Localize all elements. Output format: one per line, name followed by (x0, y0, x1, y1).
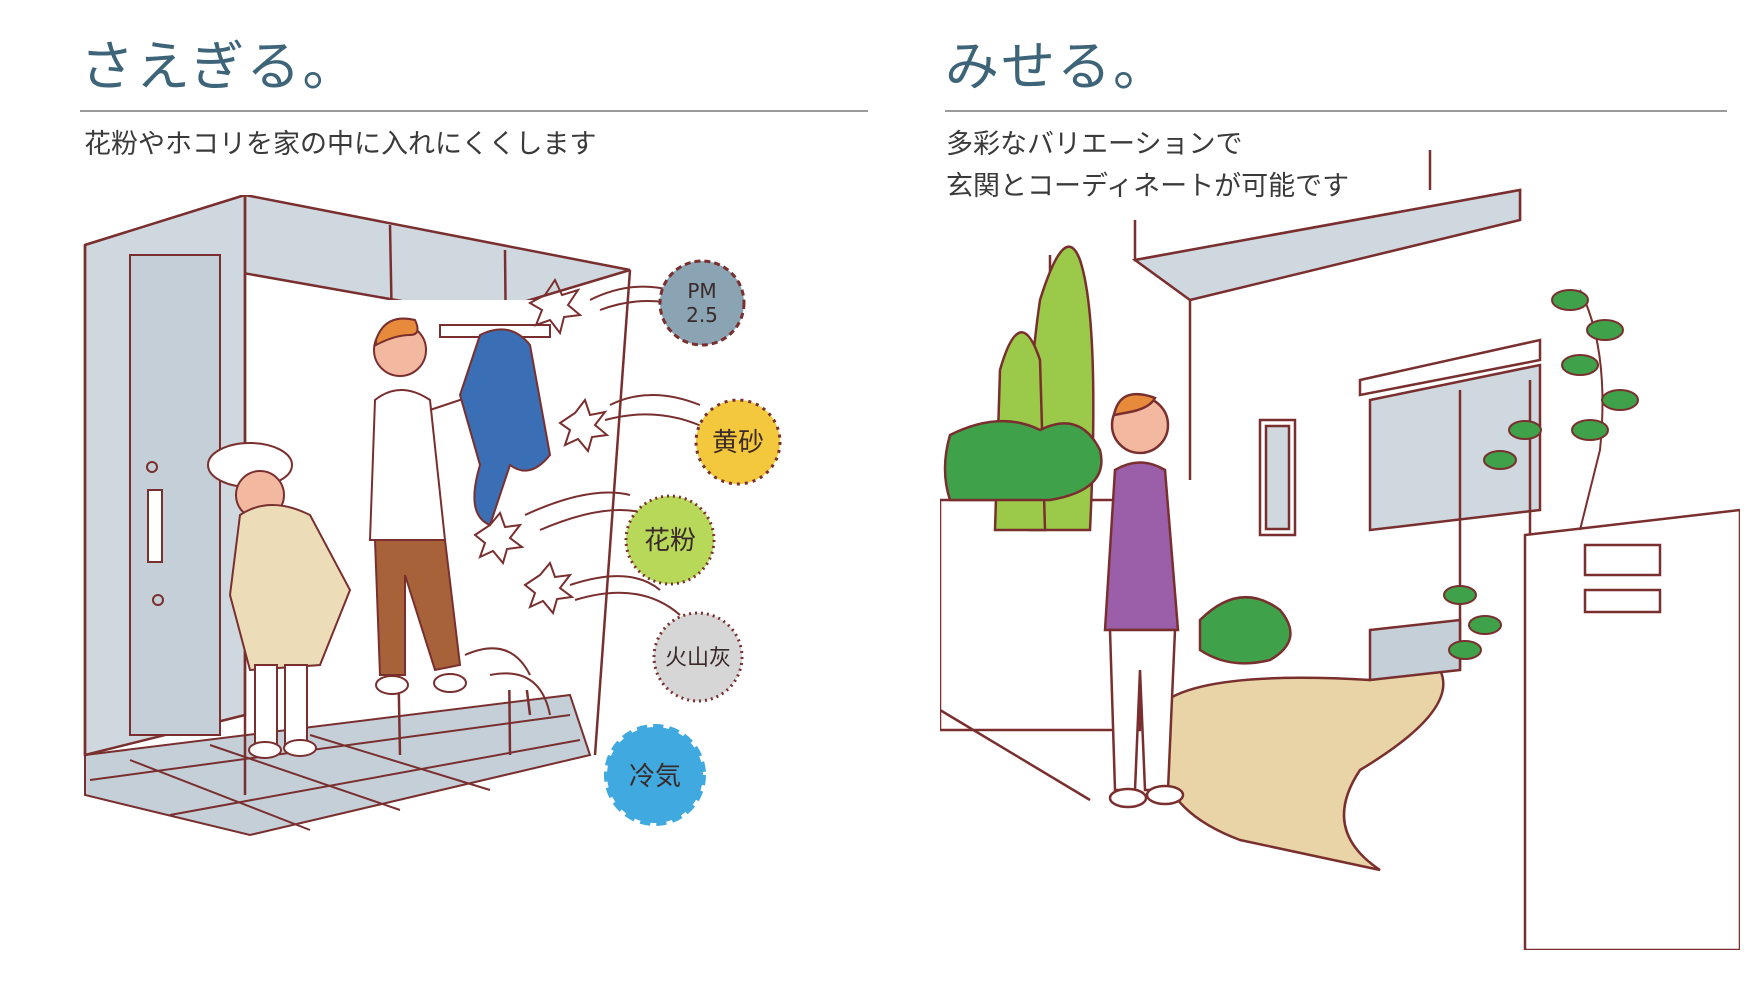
left-title: さえぎる。 (80, 35, 359, 98)
house-entrance-illustration (940, 150, 1740, 950)
hanging-jacket (458, 328, 552, 527)
svg-text:花粉: 花粉 (644, 526, 696, 556)
pm25-badge: PM 2.5 (658, 259, 746, 347)
svg-text:黄砂: 黄砂 (712, 428, 764, 458)
svg-text:PM: PM (687, 279, 716, 303)
svg-text:冷気: 冷気 (629, 762, 681, 792)
tall-trees (943, 245, 1103, 532)
right-subtitle-line1: 多彩なバリエーションで (946, 129, 1243, 160)
standing-person (1103, 392, 1185, 809)
right-divider (945, 110, 1727, 112)
svg-text:火山灰: 火山灰 (665, 646, 731, 671)
svg-text:2.5: 2.5 (686, 303, 718, 327)
shrub (1198, 595, 1292, 665)
cold-air-badge: 冷気 (604, 724, 706, 826)
adult-figure (368, 317, 501, 695)
entrance-enclosure-illustration: PM 2.5 黄砂 花粉 火山灰 冷気 (83, 195, 782, 837)
volcanic-ash-badge: 火山灰 (652, 611, 744, 703)
right-panel: みせる。 多彩なバリエーションで 玄関とコーディネートが可能です (940, 0, 1752, 985)
yellow-sand-badge: 黄砂 (694, 398, 782, 486)
right-title: みせる。 (945, 35, 1169, 98)
child-figure (207, 442, 352, 759)
left-divider (80, 110, 868, 112)
climbing-plants (1443, 289, 1639, 660)
left-panel: さえぎる。 花粉やホコリを家の中に入れにくくします (80, 35, 868, 837)
pollen-badge: 花粉 (624, 494, 716, 586)
left-subtitle: 花粉やホコリを家の中に入れにくくします (84, 129, 597, 160)
right-subtitle-line2: 玄関とコーディネートが可能です (946, 171, 1350, 202)
